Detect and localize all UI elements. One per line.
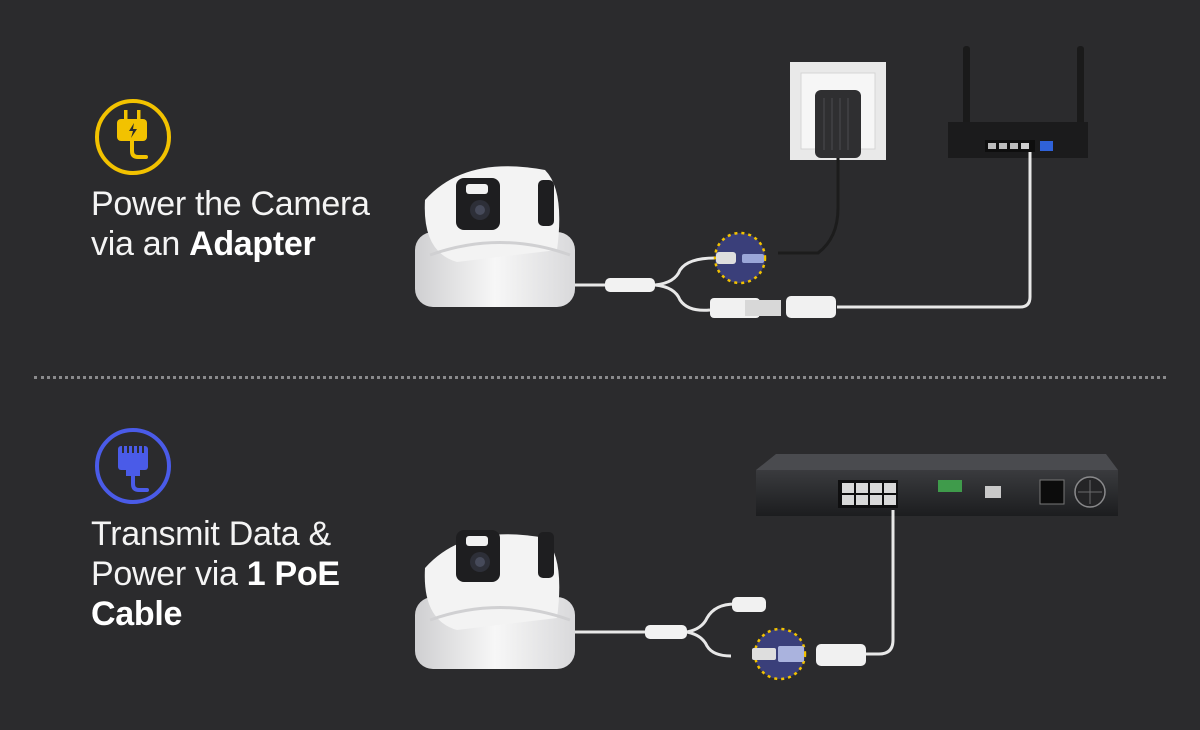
caption-adapter: Power the Camera via an Adapter bbox=[91, 184, 370, 264]
camera-poe-setup bbox=[415, 530, 575, 669]
camera-adapter-setup bbox=[415, 166, 575, 307]
caption-poe-line2: Power via 1 PoE bbox=[91, 554, 340, 594]
rj45-connector-highlight bbox=[752, 627, 807, 681]
caption-adapter-line1: Power the Camera bbox=[91, 185, 370, 223]
dc-connector-highlight bbox=[713, 231, 767, 285]
caption-adapter-line2-bold: Adapter bbox=[189, 225, 316, 263]
cable-set-bottom bbox=[575, 510, 895, 666]
poe-nvr bbox=[756, 454, 1118, 516]
caption-adapter-line2-prefix: via an bbox=[91, 225, 190, 263]
wall-outlet-adapter bbox=[778, 62, 886, 255]
ethernet-plug-icon bbox=[95, 428, 171, 504]
caption-poe-line3: Cable bbox=[91, 594, 340, 634]
caption-poe-line1: Transmit Data & bbox=[91, 515, 331, 553]
caption-poe-line3-bold: Cable bbox=[91, 595, 183, 633]
caption-poe-line2-prefix: Power via bbox=[91, 555, 247, 593]
caption-poe: Transmit Data & Power via 1 PoE Cable bbox=[91, 514, 340, 634]
wifi-router bbox=[948, 46, 1088, 158]
caption-adapter-line2: via an Adapter bbox=[91, 224, 370, 264]
power-plug-icon bbox=[95, 99, 171, 175]
cable-set-top bbox=[575, 152, 1032, 318]
caption-poe-line2-bold: 1 PoE bbox=[246, 555, 340, 593]
section-divider bbox=[34, 376, 1166, 379]
